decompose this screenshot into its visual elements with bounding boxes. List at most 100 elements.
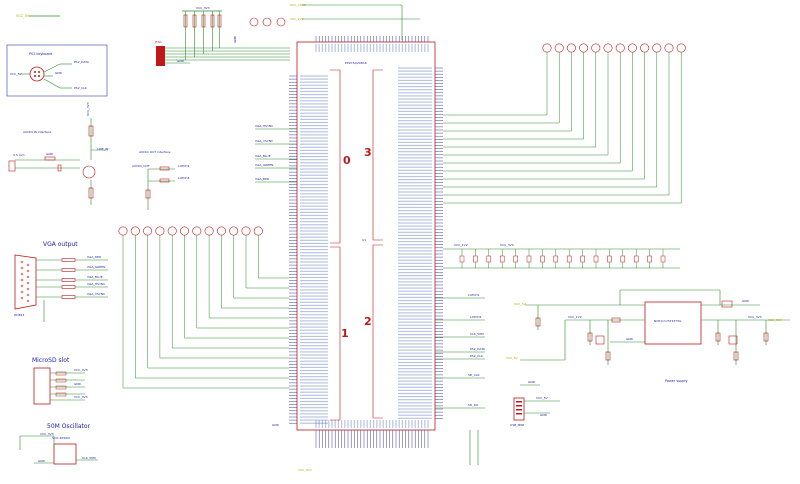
microsd-title: MicroSD slot xyxy=(32,357,70,364)
fpga-pin-text xyxy=(300,338,328,341)
fpga-pin-text xyxy=(427,420,429,428)
test-point xyxy=(627,43,637,53)
fpga-pin-text xyxy=(389,420,391,428)
test-point-wire xyxy=(171,235,289,349)
power-vcc-3v3: VCC_3V3 xyxy=(748,315,762,319)
power-supply-section: NCP1117ST33T3G Power supply VCC_5V VCC_1… xyxy=(506,289,790,383)
fpga-pin-text xyxy=(300,156,328,158)
decap xyxy=(566,255,572,263)
test-point-wire xyxy=(159,235,289,359)
test-point-wire xyxy=(245,235,289,289)
fpga-pin-text xyxy=(398,210,432,212)
vga-wires xyxy=(36,259,108,322)
fpga-pin-text xyxy=(424,44,426,52)
fpga-pin-text xyxy=(300,267,328,269)
fpga-pin-text xyxy=(300,187,328,189)
ps2-clk-label: PS2_CLK xyxy=(74,86,88,90)
test-point xyxy=(603,43,613,53)
test-point xyxy=(652,43,662,53)
fpga-pin-text xyxy=(398,73,432,75)
jtag-pullup-resistors xyxy=(183,14,222,28)
test-point xyxy=(155,226,165,236)
vga-green-label: VGA_GREEN xyxy=(87,265,105,269)
fpga-pin-text xyxy=(300,400,328,403)
test-point-wire xyxy=(443,52,597,148)
fpga-pin-text xyxy=(300,115,328,117)
fpga-pin-text xyxy=(350,44,352,52)
fpga-pin-text xyxy=(398,296,432,298)
fpga-bank-brackets xyxy=(330,69,383,421)
decap xyxy=(593,255,599,263)
audio-in-vcc: VCC_3V3 xyxy=(86,102,90,116)
fpga-pin-text xyxy=(398,334,432,336)
fpga-pin-text xyxy=(392,44,394,52)
fpga-pin-text xyxy=(300,385,328,387)
test-point-wire xyxy=(443,52,658,188)
fpga-pin-text xyxy=(376,420,378,428)
fpga-pin-text xyxy=(398,219,432,221)
fpga-gnd-label: GND xyxy=(272,423,280,427)
fpga-bank-0: 0 xyxy=(343,154,351,167)
osc-title: 50M Oscillator xyxy=(47,423,91,430)
decap xyxy=(540,255,545,263)
fpga-pin-text xyxy=(300,75,328,77)
test-point xyxy=(192,226,202,236)
fpga-pin-text xyxy=(300,112,328,114)
decap xyxy=(526,255,532,263)
fpga-pin-text xyxy=(300,391,328,393)
fpga-pin-text xyxy=(398,169,432,171)
fpga-pin-text xyxy=(398,228,432,230)
fpga-pin-text xyxy=(398,141,432,143)
fpga-pin-text xyxy=(300,125,328,127)
vga-title: VGA output xyxy=(43,241,78,248)
fpga-pin-text xyxy=(300,363,328,365)
test-point-wire xyxy=(258,235,289,279)
fpga-section: EP2C5Q208C8 U1 0 3 1 2 GND xyxy=(272,36,443,448)
fpga-pin-text xyxy=(398,371,432,373)
fpga-pin-text xyxy=(398,166,432,168)
vga-connector xyxy=(14,254,37,310)
fpga-pin-text xyxy=(300,326,328,328)
fpga-pin-text xyxy=(379,44,381,52)
top-test-points xyxy=(249,17,286,27)
test-point-wire xyxy=(443,52,609,156)
fpga-pin-text xyxy=(398,113,432,116)
bottom-vcc-label: VCC_3V3 xyxy=(298,468,312,472)
fpga-pin-text xyxy=(398,389,432,391)
jtag-header xyxy=(156,46,165,66)
decap xyxy=(473,255,478,263)
decap xyxy=(553,255,559,263)
fpga-pin-text xyxy=(300,227,328,229)
fpga-pin-text xyxy=(398,405,432,407)
audio-in-jack: 3.5 mm xyxy=(13,153,25,157)
fpga-pin-text xyxy=(318,420,320,428)
fpga-pin-text xyxy=(300,394,328,396)
fpga-pin-text xyxy=(398,290,432,292)
fpga-pin-text xyxy=(398,237,432,240)
fpga-pin-text xyxy=(398,411,432,413)
microsd-vcc-2: VCC_3V3 xyxy=(74,395,88,399)
fpga-right-nets: VCC_1V2 VCC_3V3 LATCH1 LATCH4 CLK_50M PS… xyxy=(435,243,514,465)
decap xyxy=(620,255,626,263)
fpga-pin-text xyxy=(382,420,384,428)
decap xyxy=(513,255,518,263)
test-point xyxy=(640,43,650,53)
fpga-pin-text xyxy=(300,174,328,176)
test-point xyxy=(180,226,190,236)
fpga-pin-text xyxy=(300,407,328,409)
fpga-pin-text xyxy=(398,79,432,81)
net-vcc-1v2: VCC_1V2 xyxy=(454,243,468,247)
fpga-pin-text xyxy=(300,311,328,313)
decap xyxy=(459,255,465,263)
ps2-box xyxy=(6,44,108,97)
fpga-pin-text xyxy=(300,245,328,248)
fpga-pin-text xyxy=(398,374,432,376)
vga-red-label: VGA_RED xyxy=(87,255,102,259)
net-vga-red: VGA_RED xyxy=(255,177,270,181)
test-point-wire xyxy=(443,52,548,116)
fpga-pin-text xyxy=(417,420,419,428)
fpga-pin-text xyxy=(300,193,328,195)
fpga-pin-text xyxy=(398,253,432,255)
test-point xyxy=(591,43,601,53)
